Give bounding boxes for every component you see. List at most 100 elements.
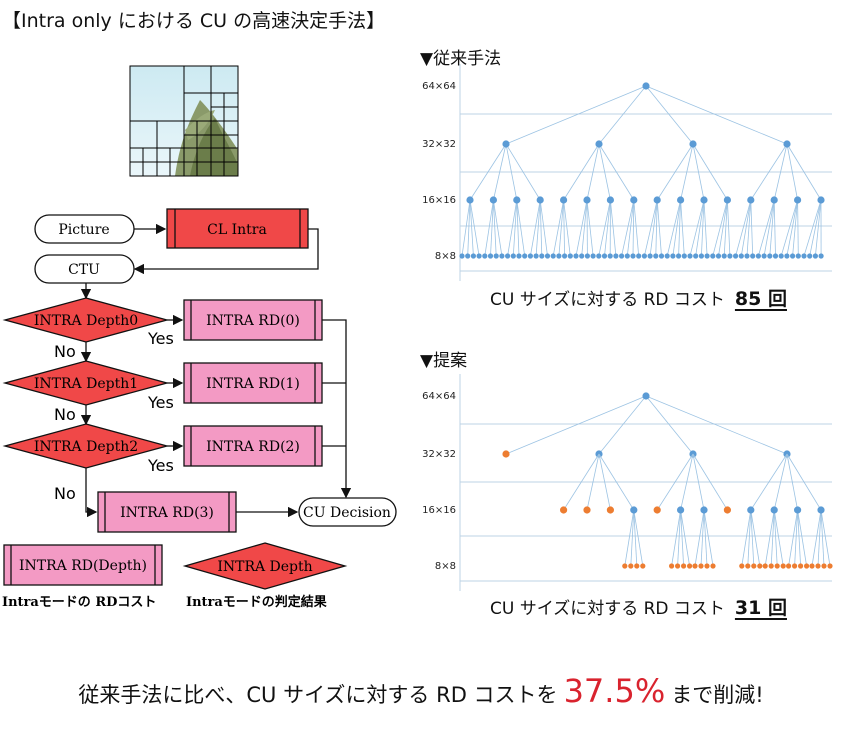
tree-level-label: 32×32 <box>422 139 456 150</box>
rd2-node: INTRA RD(2) <box>183 425 323 467</box>
tree-edge <box>512 199 518 257</box>
tree-edge <box>563 453 600 511</box>
tree-edge <box>815 199 822 257</box>
tree-node <box>641 253 648 259</box>
tree-node <box>681 563 687 569</box>
tree-node <box>624 253 630 259</box>
tree-node <box>804 563 810 569</box>
tree-node <box>798 563 804 569</box>
depth2-decision: INTRA Depth2 <box>2 423 170 469</box>
tree-node <box>676 253 682 259</box>
tree-edge <box>633 509 644 567</box>
tree-edge <box>598 453 635 511</box>
tree-edge <box>575 199 588 257</box>
tree-node <box>704 253 710 259</box>
tree-edge <box>769 199 775 257</box>
tree-edge <box>656 453 694 511</box>
tree-node <box>774 563 780 569</box>
tree-node <box>692 563 698 569</box>
tree-node <box>770 196 778 204</box>
conventional-heading: ▼従来手法 <box>420 49 502 69</box>
tree-node <box>630 196 638 204</box>
tree-node <box>560 506 568 514</box>
rd1-node: INTRA RD(1) <box>183 362 323 404</box>
tree-edge <box>692 143 705 201</box>
tree-edge <box>469 199 480 257</box>
tree-node <box>817 196 825 204</box>
tree-node <box>700 506 708 514</box>
tree-node <box>482 253 488 259</box>
depth0-label: INTRA Depth0 <box>34 313 138 329</box>
tree-edge <box>712 199 728 257</box>
tree-node <box>670 253 676 259</box>
picture-node: Picture <box>34 214 135 244</box>
tree-node <box>710 253 716 259</box>
tree-node <box>634 563 640 569</box>
tree-edge <box>692 143 728 201</box>
tree-node <box>698 563 704 569</box>
tree-edge <box>786 453 822 511</box>
tree-node <box>747 196 755 204</box>
tree-edge <box>773 453 788 511</box>
tree-node <box>465 253 471 259</box>
tree-node <box>807 253 813 259</box>
tree-edge <box>773 509 778 567</box>
tree-edge <box>493 143 507 201</box>
legend-rd-label: INTRA RD(Depth) <box>19 558 147 574</box>
tree-node <box>601 253 608 259</box>
tree-edge <box>507 199 518 257</box>
conventional-caption-text: CU サイズに対する RD コスト <box>490 290 725 310</box>
no-label-2: No <box>54 484 76 503</box>
tree-node <box>727 253 733 259</box>
tree-node <box>786 563 792 569</box>
tree-node <box>733 253 739 259</box>
tree-edge <box>694 509 705 567</box>
tree-edge <box>624 509 635 567</box>
conventional-count: 85 回 <box>734 288 787 310</box>
tree-node <box>622 563 628 569</box>
tree-edge <box>680 453 694 511</box>
tree-node <box>505 253 511 259</box>
tree-edge <box>633 199 640 257</box>
tree-edge <box>680 509 684 567</box>
tree-edge <box>750 509 755 567</box>
tree-node <box>489 196 497 204</box>
tree-edge <box>735 199 752 257</box>
tree-edge <box>794 509 798 567</box>
tree-edge <box>490 199 494 257</box>
tree-node <box>647 253 653 259</box>
tree-edge <box>656 199 662 257</box>
tree-node <box>795 253 801 259</box>
tree-node <box>584 253 591 259</box>
tree-node <box>502 140 510 148</box>
summary-after: まで削減! <box>671 683 764 707</box>
tree-edge <box>598 453 611 511</box>
tree-node <box>556 253 562 259</box>
tree-node <box>794 506 802 514</box>
tree-node <box>770 506 778 514</box>
summary-percent: 37.5% <box>563 672 666 710</box>
tree-node <box>677 196 685 204</box>
tree-edge <box>469 143 507 201</box>
tree-node <box>739 563 745 569</box>
tree-node <box>783 140 791 148</box>
tree-edge <box>598 143 635 201</box>
tree-node <box>700 196 708 204</box>
tree-edge <box>820 509 831 567</box>
tree-edge <box>680 199 685 257</box>
tree-edge <box>780 199 798 257</box>
tree-node <box>767 253 773 259</box>
tree-edge <box>786 143 798 201</box>
ctu-label: CTU <box>68 262 100 278</box>
tree-edge <box>689 199 705 257</box>
tree-edge <box>604 199 611 257</box>
tree-node <box>513 196 521 204</box>
tree-node <box>750 253 756 259</box>
legend-rd-caption: Intraモードの RDコスト <box>2 595 156 610</box>
tree-edge <box>750 453 788 511</box>
tree-node <box>579 253 585 259</box>
tree-edge <box>692 453 705 511</box>
tree-node <box>590 253 596 259</box>
tree-node <box>499 253 505 259</box>
tree-edge <box>530 199 541 257</box>
